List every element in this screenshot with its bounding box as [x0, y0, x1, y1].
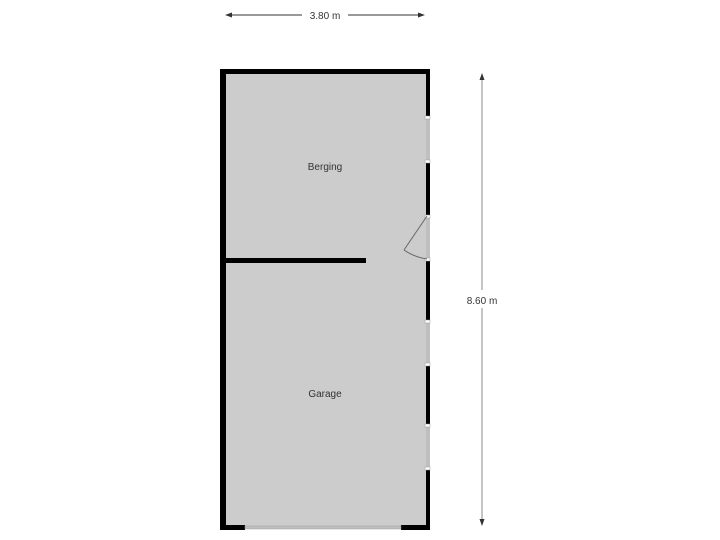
wall-right-1	[426, 69, 430, 117]
wall-top	[220, 69, 430, 74]
door-marker	[424, 214, 431, 219]
window-marker	[424, 319, 431, 324]
door	[403, 214, 431, 262]
arrow-right-icon	[418, 12, 425, 18]
wall-right-4	[426, 365, 430, 425]
height-label: 8.60 m	[467, 296, 498, 307]
window-marker	[424, 159, 431, 164]
wall-right-3	[426, 259, 430, 321]
door-opening	[426, 216, 430, 259]
walls	[220, 69, 430, 530]
wall-right-2	[426, 162, 430, 216]
arrow-left-icon	[225, 12, 232, 18]
wall-bottom-left	[220, 525, 245, 530]
wall-bottom-right	[401, 525, 430, 530]
window-1	[426, 117, 430, 162]
garage-door	[244, 525, 402, 530]
arrow-down-icon	[479, 519, 485, 526]
arrow-up-icon	[479, 73, 485, 80]
door-swing-arc	[403, 249, 428, 260]
door-leaf	[403, 215, 428, 251]
floor-area	[225, 73, 426, 526]
window-3	[426, 425, 430, 469]
height-dimension: 8.60 m	[467, 73, 498, 526]
window-marker	[424, 362, 431, 367]
windows	[244, 115, 431, 530]
wall-right-5	[426, 469, 430, 530]
wall-left	[220, 69, 226, 530]
window-marker	[424, 466, 431, 471]
door-marker	[424, 257, 431, 262]
interior-wall	[225, 258, 366, 263]
window-marker	[424, 423, 431, 428]
window-marker	[424, 115, 431, 120]
width-dimension: 3.80 m	[225, 11, 425, 22]
room-label-berging: Berging	[308, 162, 342, 173]
room-label-garage: Garage	[308, 389, 342, 400]
width-label: 3.80 m	[310, 11, 341, 22]
window-2	[426, 321, 430, 365]
